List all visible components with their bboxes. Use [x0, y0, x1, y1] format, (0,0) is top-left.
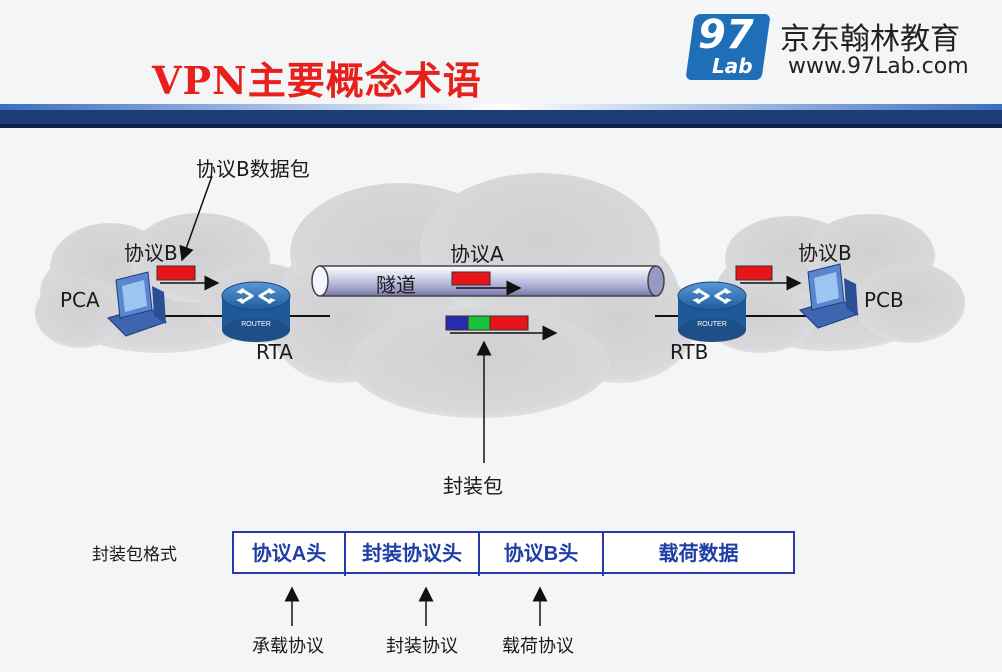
- format-label: 封装包格式: [92, 545, 177, 565]
- logo-lab-text: Lab: [712, 54, 753, 78]
- encapsulated-packet: [445, 315, 558, 341]
- tunnel-pipe: [311, 265, 665, 297]
- brand-name: 京东翰林教育: [780, 22, 960, 57]
- packet-b-right: [735, 265, 802, 291]
- packet-in-tunnel: [451, 271, 522, 296]
- diagram-canvas: ROUTER ROUTER: [35, 173, 965, 626]
- format-cell-protocol-b-header: 协议B头: [480, 533, 604, 576]
- tunnel-label: 隧道: [376, 273, 416, 297]
- router-icon-rtb: ROUTER: [677, 281, 747, 342]
- router-icon-rta: ROUTER: [221, 281, 291, 342]
- cloud-middle-label: 协议A: [450, 242, 504, 266]
- logo-number: 97: [698, 12, 754, 58]
- slide-title: VPN主要概念术语: [152, 58, 482, 103]
- format-cell-protocol-a-header: 协议A头: [234, 533, 346, 576]
- computer-icon-pcb: [799, 263, 859, 329]
- annotation-encap-protocol: 封装协议: [386, 636, 458, 657]
- format-cell-payload: 载荷数据: [658, 543, 739, 565]
- format-table: 协议A头 封装协议头 协议B头 载荷数据: [232, 531, 795, 576]
- packet-b-label: 协议B数据包: [196, 157, 310, 181]
- router-badge-rta: ROUTER: [241, 321, 271, 328]
- annotation-payload-protocol: 载荷协议: [502, 636, 574, 657]
- annotation-bearer-protocol: 承载协议: [252, 636, 324, 657]
- host-pcb-label: PCB: [864, 288, 904, 312]
- header-band: [0, 104, 1002, 128]
- encap-packet-label: 封装包: [443, 474, 503, 498]
- format-cell-encap-header: 封装协议头: [346, 533, 480, 576]
- packet-b-left: [156, 265, 220, 291]
- host-pca-label: PCA: [60, 288, 100, 312]
- cloud-left-label: 协议B: [124, 241, 178, 265]
- router-rtb-label: RTB: [670, 340, 709, 364]
- packet-b-pointer-arrow: [179, 175, 213, 262]
- cloud-right-label: 协议B: [798, 241, 852, 265]
- router-badge-rtb: ROUTER: [697, 321, 727, 328]
- router-rta-label: RTA: [256, 340, 293, 364]
- computer-icon-pca: [107, 271, 167, 337]
- brand-url: www.97Lab.com: [788, 54, 969, 79]
